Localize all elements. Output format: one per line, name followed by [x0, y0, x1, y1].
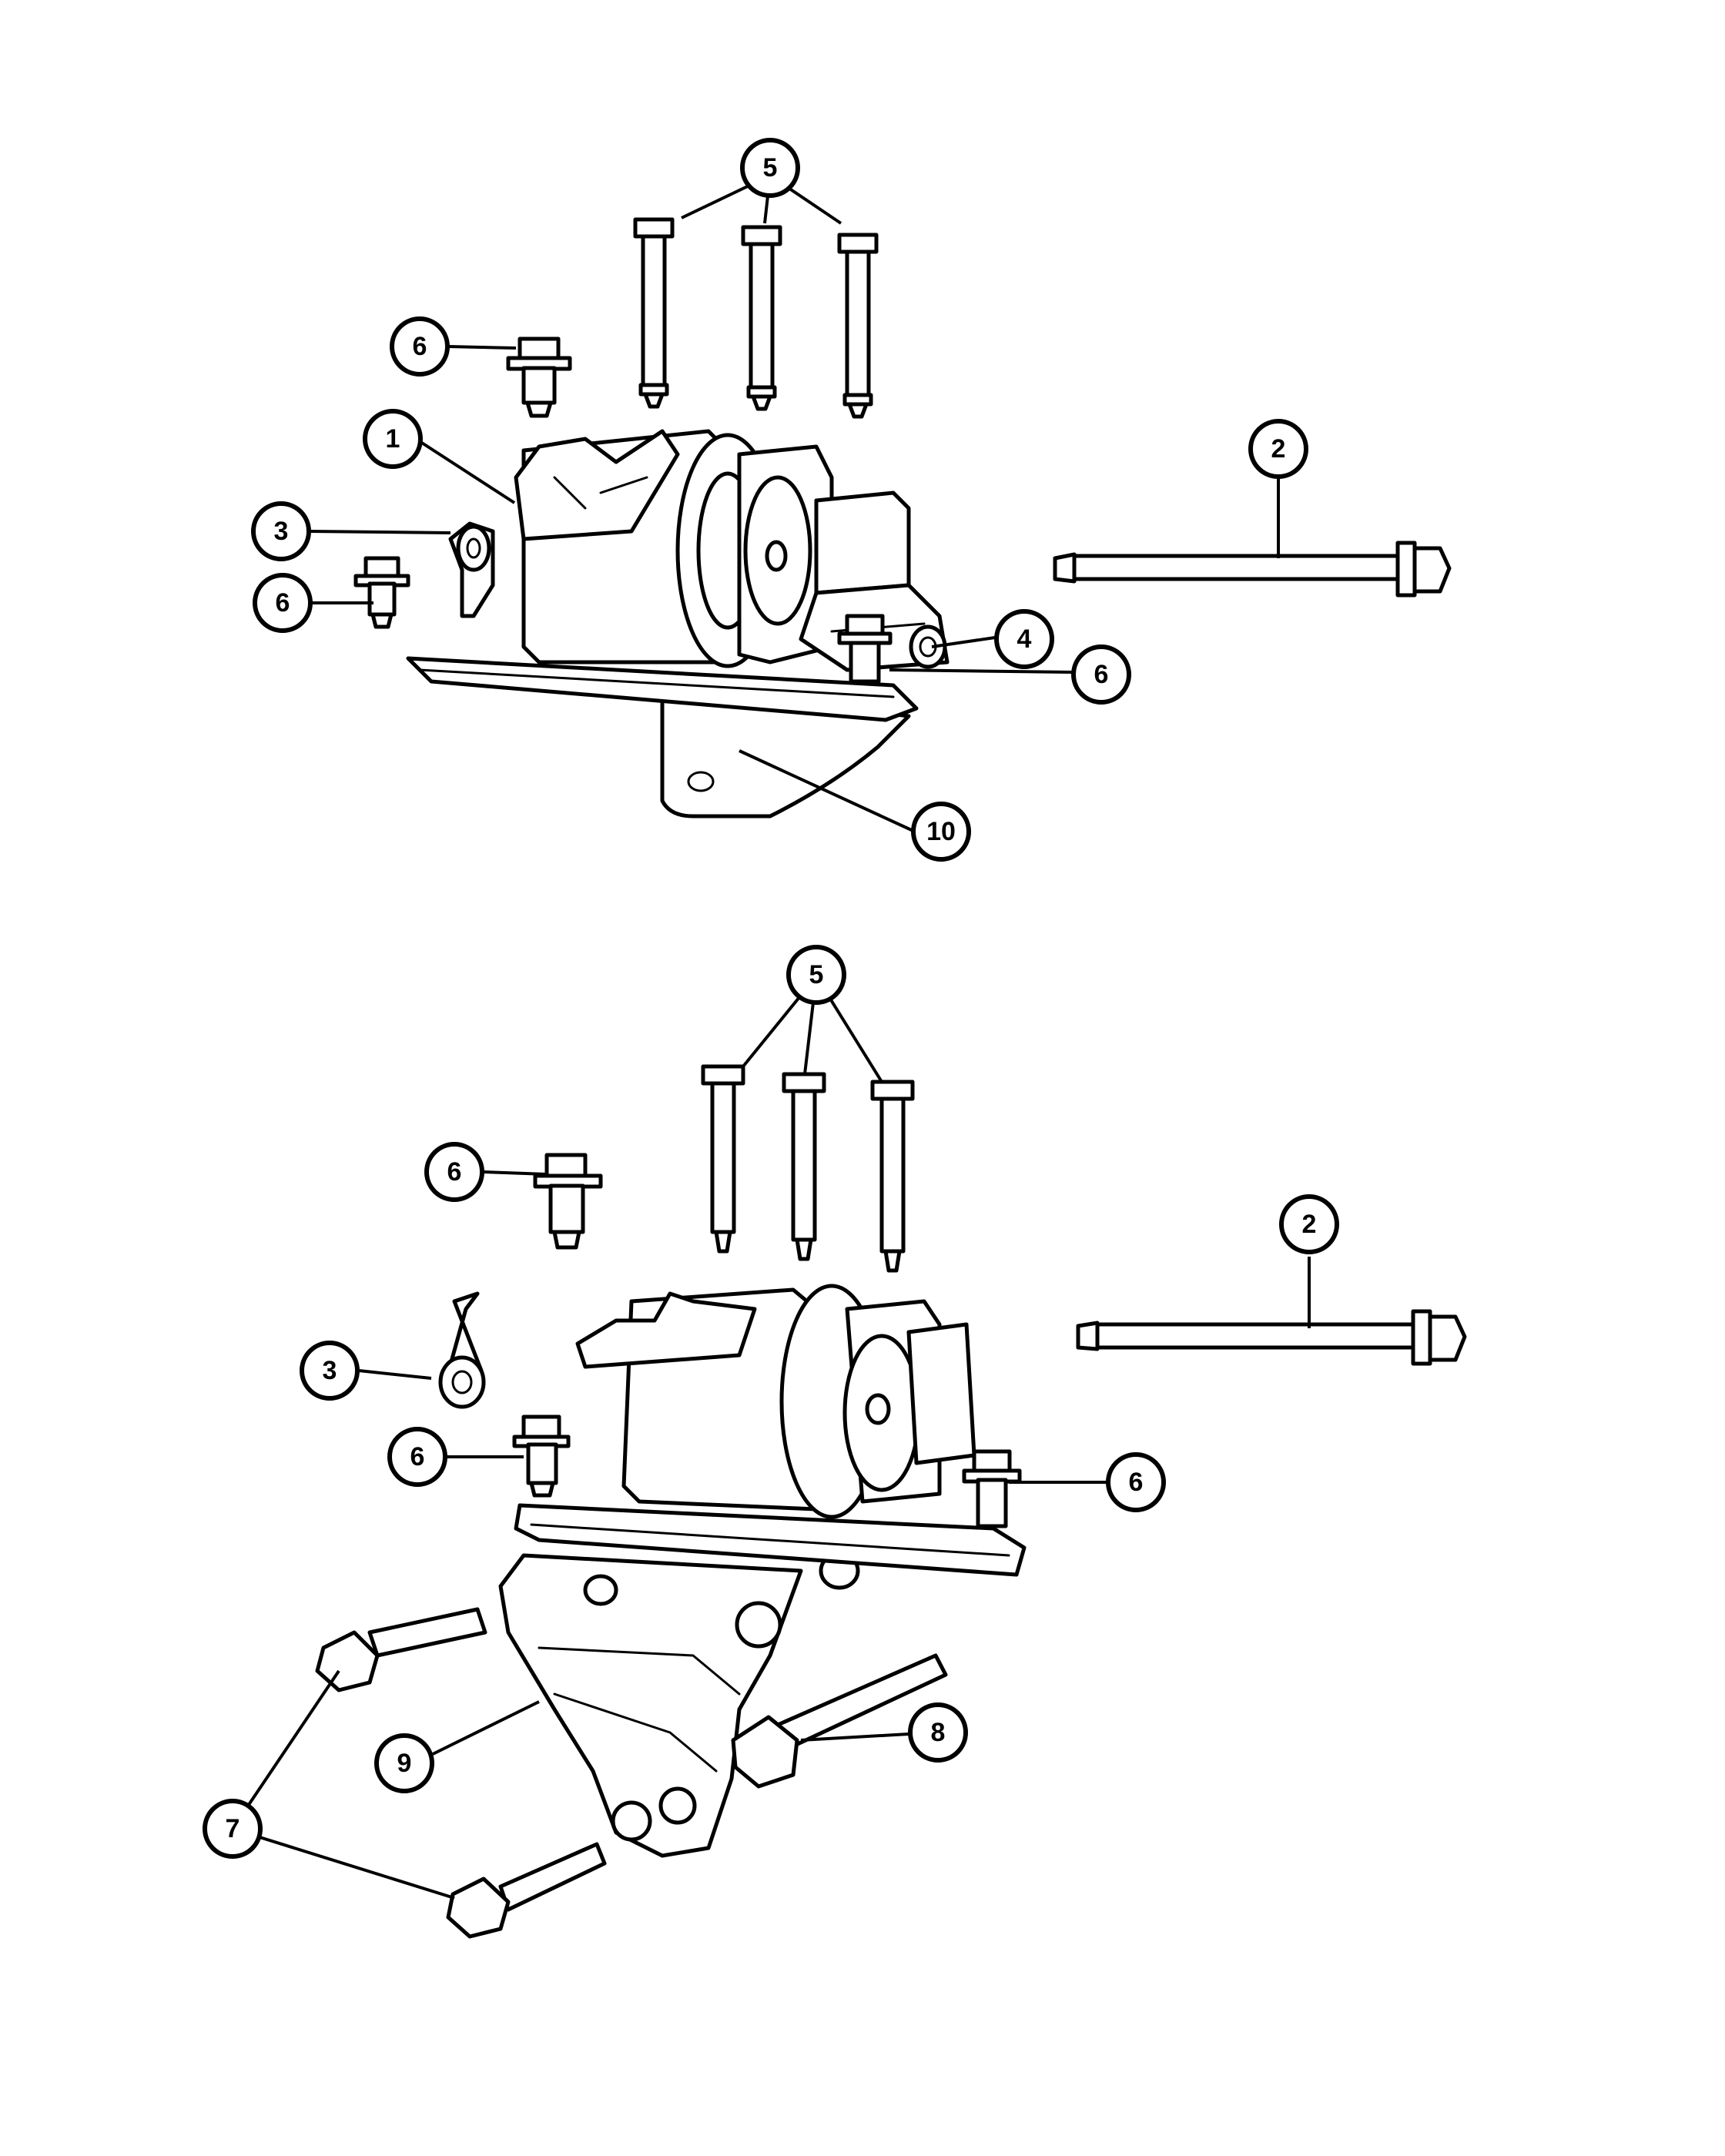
- top-assembly: [353, 217, 1452, 819]
- svg-text:6: 6: [410, 1442, 425, 1471]
- svg-text:3: 3: [274, 517, 289, 546]
- bottom-long-bolt-2: [1076, 1309, 1467, 1366]
- callout-6-top-left: 6: [253, 573, 313, 633]
- top-bolt-5a: [633, 217, 675, 409]
- bottom-bolt-5c: [870, 1080, 915, 1273]
- callout-9: 9: [374, 1733, 434, 1793]
- top-bushing-4: [909, 624, 947, 669]
- top-bracket-3: [448, 521, 495, 618]
- callout-7: 7: [203, 1799, 263, 1859]
- svg-text:5: 5: [809, 960, 824, 989]
- top-bolt-5b: [741, 225, 782, 411]
- svg-text:7: 7: [226, 1814, 240, 1843]
- callout-2-top: 2: [1248, 419, 1308, 479]
- svg-text:8: 8: [931, 1718, 946, 1747]
- bottom-small-bolt-6: [533, 1153, 603, 1250]
- callout-1: 1: [363, 409, 423, 469]
- svg-text:4: 4: [1017, 624, 1032, 654]
- svg-text:6: 6: [447, 1157, 462, 1187]
- top-base-plate: [406, 656, 919, 722]
- callout-6-bottom-left: 6: [387, 1427, 447, 1487]
- bottom-assembly: [315, 1064, 1467, 1939]
- callout-5-bottom: 5: [786, 945, 846, 1005]
- top-left-bolt-6: [353, 556, 410, 629]
- callout-3-top: 3: [251, 501, 311, 561]
- callout-2-bottom: 2: [1279, 1194, 1339, 1254]
- bottom-lower-bracket-9: [498, 1553, 803, 1858]
- callout-6-bottom-right: 6: [1106, 1452, 1166, 1512]
- top-bracket-10: [660, 691, 911, 819]
- bottom-bolt-5b: [782, 1072, 826, 1261]
- svg-text:6: 6: [413, 332, 427, 361]
- svg-text:6: 6: [1094, 660, 1109, 689]
- svg-text:3: 3: [323, 1356, 337, 1385]
- callout-5-top: 5: [740, 138, 800, 198]
- top-long-bolt-2: [1053, 541, 1452, 598]
- callout-4: 4: [994, 609, 1054, 669]
- bottom-bracket-3: [438, 1291, 486, 1409]
- callout-6-top-bolt: 6: [390, 316, 450, 377]
- svg-text:1: 1: [386, 424, 400, 454]
- top-side-bolt-6: [837, 614, 893, 684]
- callout-6-bottom-bolt: 6: [424, 1142, 484, 1202]
- callout-10: 10: [911, 802, 971, 862]
- callout-6-top-right: 6: [1071, 644, 1131, 705]
- svg-text:6: 6: [276, 588, 290, 618]
- svg-text:9: 9: [397, 1749, 412, 1778]
- svg-text:2: 2: [1302, 1210, 1317, 1239]
- svg-text:6: 6: [1129, 1468, 1144, 1497]
- top-small-bolt-6: [506, 336, 572, 418]
- callout-3-bottom: 3: [300, 1341, 360, 1401]
- svg-text:10: 10: [926, 817, 956, 846]
- bottom-mount-body: [575, 1284, 976, 1519]
- bottom-right-bolt-6: [962, 1449, 1022, 1528]
- bottom-left-bolt-6: [512, 1414, 571, 1498]
- svg-text:2: 2: [1271, 434, 1286, 464]
- bottom-bolt-7b: [446, 1842, 607, 1939]
- bottom-bolt-7a: [315, 1607, 487, 1692]
- top-bolt-5c: [837, 233, 879, 419]
- bottom-bolt-5a: [701, 1064, 745, 1254]
- bottom-bolt-8: [731, 1653, 948, 1789]
- svg-text:5: 5: [763, 153, 778, 182]
- callout-8: 8: [908, 1702, 968, 1763]
